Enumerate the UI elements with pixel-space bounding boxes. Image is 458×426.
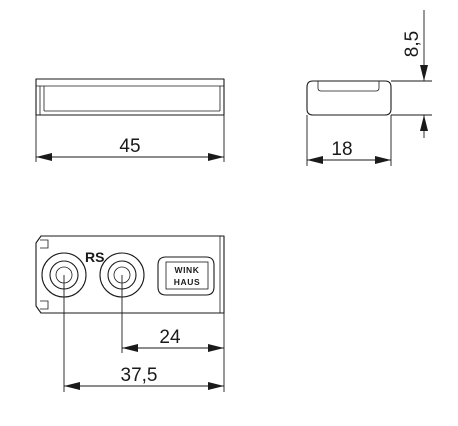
dimension-hole-offset-label: 37,5: [121, 365, 158, 386]
dimension-front-length: 45: [35, 115, 225, 162]
dimension-hole-spacing-label: 24: [159, 327, 181, 348]
dimension-hole-offset: 37,5: [63, 275, 224, 392]
dimension-side-height-label: 8,5: [402, 31, 423, 57]
arrowhead: [122, 344, 138, 352]
dimension-hole-spacing: 24: [121, 275, 225, 392]
arrowhead: [36, 153, 52, 161]
arrowhead: [307, 156, 323, 164]
dimension-front-length-label: 45: [119, 136, 140, 157]
arrowhead: [64, 382, 80, 390]
dimension-side-width-label: 18: [331, 139, 352, 160]
dimension-side-width: 18: [306, 115, 392, 166]
arrowhead: [208, 344, 224, 352]
rs-marking: RS: [85, 249, 104, 265]
winkhaus-logo: WINK HAUS: [157, 256, 215, 296]
arrowhead: [208, 153, 224, 161]
arrowhead: [208, 382, 224, 390]
arrowhead: [420, 65, 428, 81]
side-view: [306, 80, 392, 116]
logo-line-2: HAUS: [174, 277, 201, 287]
arrowhead: [420, 115, 428, 131]
arrowhead: [375, 156, 391, 164]
dimension-side-height: 8,5: [391, 10, 432, 138]
logo-line-1: WINK: [174, 265, 199, 275]
front-view: [35, 78, 225, 116]
